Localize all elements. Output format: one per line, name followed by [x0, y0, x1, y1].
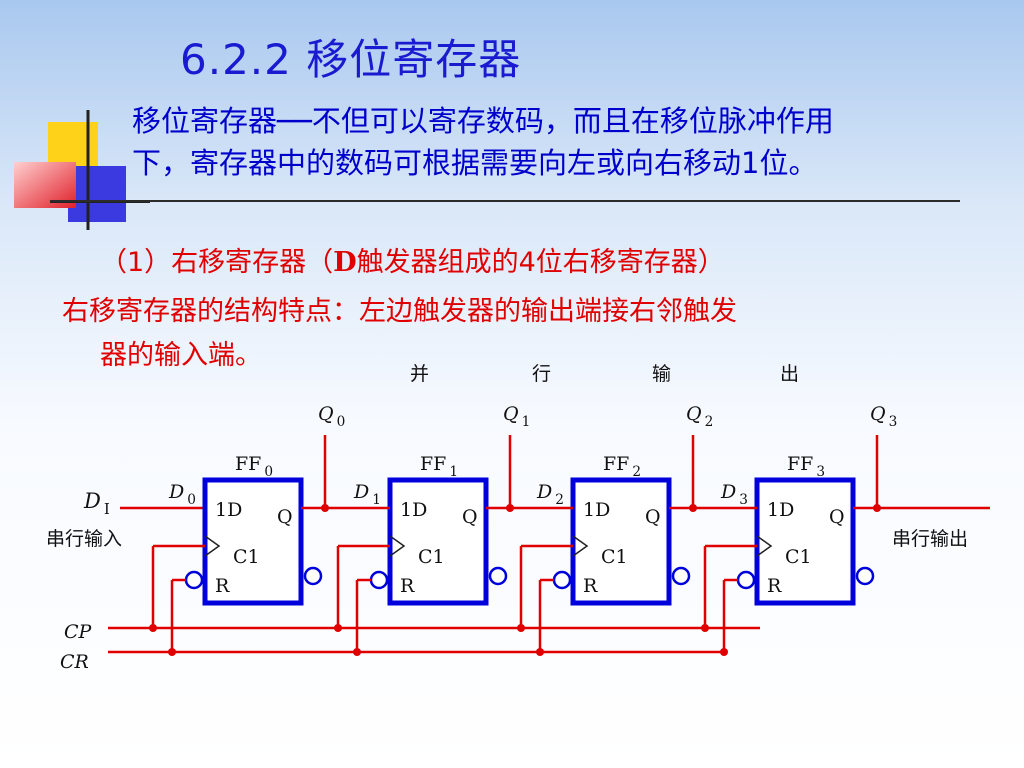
intro-line-2: 下，寄存器中的数码可根据需要向左或向右移动1位。	[132, 146, 818, 180]
flip-flop-box	[754, 477, 856, 606]
reset-bubble	[184, 570, 204, 590]
qbar-bubble	[303, 566, 323, 586]
pin-r-label: R	[767, 575, 782, 597]
pin-1d-label: 1D	[583, 499, 610, 521]
junction-dot	[701, 624, 709, 632]
parallel-output-label: 并	[410, 363, 429, 385]
pin-c1-label: C1	[601, 546, 628, 568]
pin-1d-label: 1D	[215, 499, 242, 521]
junction-dot	[168, 648, 176, 656]
pin-r-label: R	[583, 575, 598, 597]
flip-flop-box	[387, 477, 489, 606]
clock-triangle	[756, 535, 773, 557]
reset-bubble	[369, 570, 389, 590]
reset-bubble	[552, 570, 572, 590]
clock-triangle	[572, 535, 589, 557]
junction-dot	[517, 624, 525, 632]
slide-title: 6.2.2 移位寄存器	[180, 35, 522, 84]
pin-c1-label: C1	[785, 546, 812, 568]
pin-r-label: R	[215, 575, 230, 597]
section-bold: D	[333, 247, 357, 278]
cr-label: CR	[60, 651, 89, 673]
clock-triangle	[204, 535, 221, 557]
pin-q-label: Q	[829, 506, 845, 528]
qbar-bubble	[488, 566, 508, 586]
section-heading: （1）右移寄存器（D触发器组成的4位右移寄存器）	[100, 240, 725, 279]
feature-line-1: 右移寄存器的结构特点：左边触发器的输出端接右邻触发	[62, 296, 737, 327]
section-prefix: （1）右移寄存器（	[100, 247, 334, 278]
serial-input-label: 串行输入	[46, 528, 122, 550]
qbar-bubble	[671, 566, 691, 586]
flip-flop-box	[570, 477, 672, 606]
pin-1d-label: 1D	[400, 499, 427, 521]
junction-dot	[353, 648, 361, 656]
parallel-output-label: 出	[780, 363, 799, 385]
intro-line-1: 移位寄存器──不但可以寄存数码，而且在移位脉冲作用	[132, 104, 834, 138]
feature-line-2: 器的输入端。	[100, 340, 262, 371]
serial-output-label: 串行输出	[892, 528, 968, 550]
intro-text: 移位寄存器──不但可以寄存数码，而且在移位脉冲作用 下，寄存器中的数码可根据需要…	[132, 100, 1002, 184]
divider	[50, 200, 960, 202]
feature-text: 右移寄存器的结构特点：左边触发器的输出端接右邻触发 器的输入端。	[62, 290, 962, 378]
parallel-output-label: 输	[652, 363, 671, 385]
junction-dot	[149, 624, 157, 632]
pin-q-label: Q	[277, 506, 293, 528]
reset-bubble	[736, 570, 756, 590]
junction-dot	[334, 624, 342, 632]
pin-1d-label: 1D	[767, 499, 794, 521]
qbar-bubble	[855, 566, 875, 586]
cp-label: CP	[64, 621, 93, 643]
flip-flop-box	[202, 477, 304, 606]
junction-dot	[720, 648, 728, 656]
pin-r-label: R	[400, 575, 415, 597]
pin-c1-label: C1	[233, 546, 260, 568]
parallel-output-label: 行	[532, 363, 551, 385]
pin-q-label: Q	[462, 506, 478, 528]
clock-triangle	[389, 535, 406, 557]
junction-dot	[536, 648, 544, 656]
title-decoration	[14, 110, 150, 230]
pin-c1-label: C1	[418, 546, 445, 568]
pin-q-label: Q	[645, 506, 661, 528]
section-suffix: 触发器组成的4位右移寄存器）	[356, 247, 725, 278]
